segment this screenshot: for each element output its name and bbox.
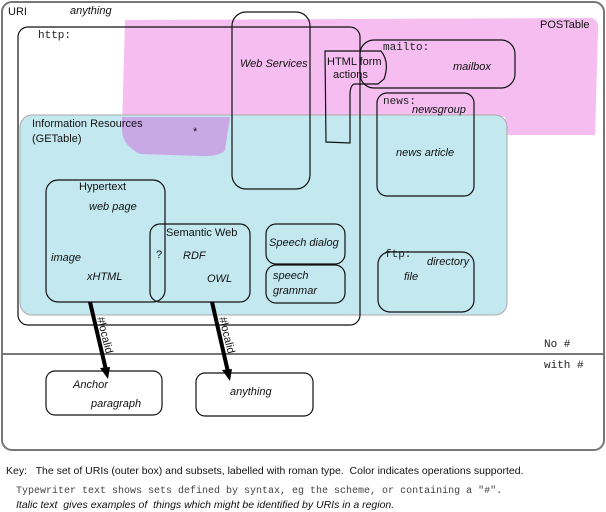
hypertext-example: web page — [89, 201, 137, 213]
key-line-2: Typewriter text shows sets defined by sy… — [16, 485, 502, 497]
question-label: ? — [156, 249, 162, 261]
html-form-box-shape — [324, 50, 387, 144]
speech-grammar-label: speech — [273, 270, 308, 282]
mailto-box — [359, 39, 516, 89]
hypertext-example: xHTML — [86, 271, 122, 283]
speech-grammar-label-2: grammar — [273, 285, 318, 297]
getable-label: (GETable) — [32, 133, 82, 145]
speech-grammar-box — [265, 264, 346, 304]
speech-dialog-label: Speech dialog — [269, 237, 340, 249]
html-form-label-2: actions — [333, 69, 368, 81]
anything-label: anything — [230, 386, 272, 398]
news-example: news article — [396, 147, 454, 159]
http-label: http: — [38, 30, 71, 42]
postable-label: POSTable — [540, 19, 590, 31]
no-hash-label: No # — [544, 339, 571, 351]
anchor-label: Anchor — [72, 379, 109, 391]
hypertext-box — [45, 179, 166, 303]
semantic-example: RDF — [183, 250, 207, 262]
semantic-web-box — [149, 223, 251, 303]
arrowhead-icon — [100, 367, 110, 379]
news-label: news: — [383, 96, 416, 108]
anything-box — [195, 372, 314, 417]
web-services-label: Web Services — [240, 58, 308, 70]
semantic-web-label: Semantic Web — [166, 227, 237, 239]
speech-dialog-box — [265, 223, 346, 265]
with-hash-label: with # — [544, 360, 584, 372]
arrow-semantic — [210, 301, 230, 373]
hypertext-label: Hypertext — [79, 181, 126, 193]
html-form-label: HTML form — [327, 56, 382, 68]
uri-example: anything — [70, 5, 112, 17]
key-line-3: Italic text gives examples of things whi… — [16, 499, 394, 511]
mailto-example: mailbox — [453, 61, 491, 73]
http-box — [17, 26, 361, 326]
overlap-region — [122, 117, 230, 157]
news-box — [376, 92, 475, 197]
getable-region — [19, 114, 508, 316]
ftp-box — [377, 251, 475, 313]
ftp-example: directory — [427, 256, 471, 268]
anchor-example: paragraph — [90, 398, 141, 410]
hypertext-example: image — [51, 252, 81, 264]
ftp-example: file — [404, 271, 418, 283]
mailto-label: mailto: — [383, 42, 429, 54]
news-example: newsgroup — [412, 104, 466, 116]
key-line-1: Key: The set of URIs (outer box) and sub… — [6, 465, 524, 477]
arrowhead-icon — [222, 369, 232, 381]
info-resources-label: Information Resources — [32, 118, 143, 130]
semantic-example: OWL — [207, 273, 232, 285]
ftp-label: ftp: — [385, 249, 411, 261]
web-services-box — [231, 11, 311, 190]
star-label: * — [193, 126, 198, 138]
uri-label: URI — [8, 6, 27, 18]
arrow-hypertext — [88, 301, 108, 371]
